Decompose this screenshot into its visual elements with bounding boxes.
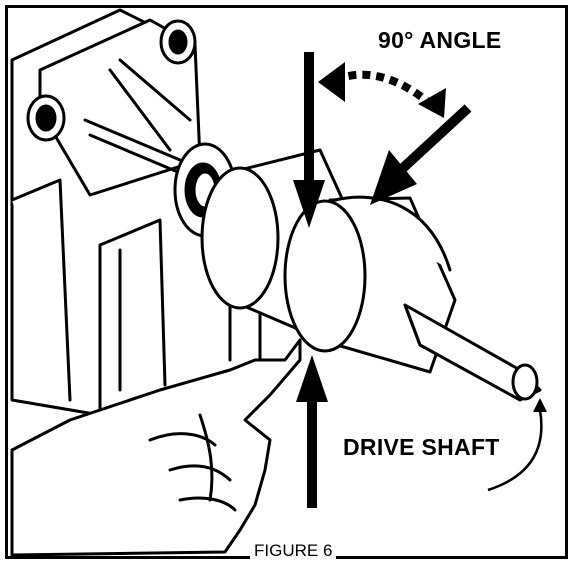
figure-caption: FIGURE 6 bbox=[250, 541, 337, 561]
mounting-hole-right bbox=[159, 19, 197, 65]
drive-shaft-label: DRIVE SHAFT bbox=[343, 434, 500, 460]
rotation-arrow bbox=[487, 398, 547, 492]
top-pointer-arrow bbox=[293, 52, 325, 228]
angle-label: 90° ANGLE bbox=[378, 27, 502, 53]
bottom-pointer-arrow bbox=[296, 355, 328, 508]
mounting-hole-left bbox=[26, 94, 66, 142]
hand bbox=[10, 338, 302, 557]
diagonal-pointer-arrow bbox=[370, 104, 472, 205]
drive-shaft bbox=[403, 303, 542, 402]
angle-arc-arrow bbox=[318, 62, 446, 118]
